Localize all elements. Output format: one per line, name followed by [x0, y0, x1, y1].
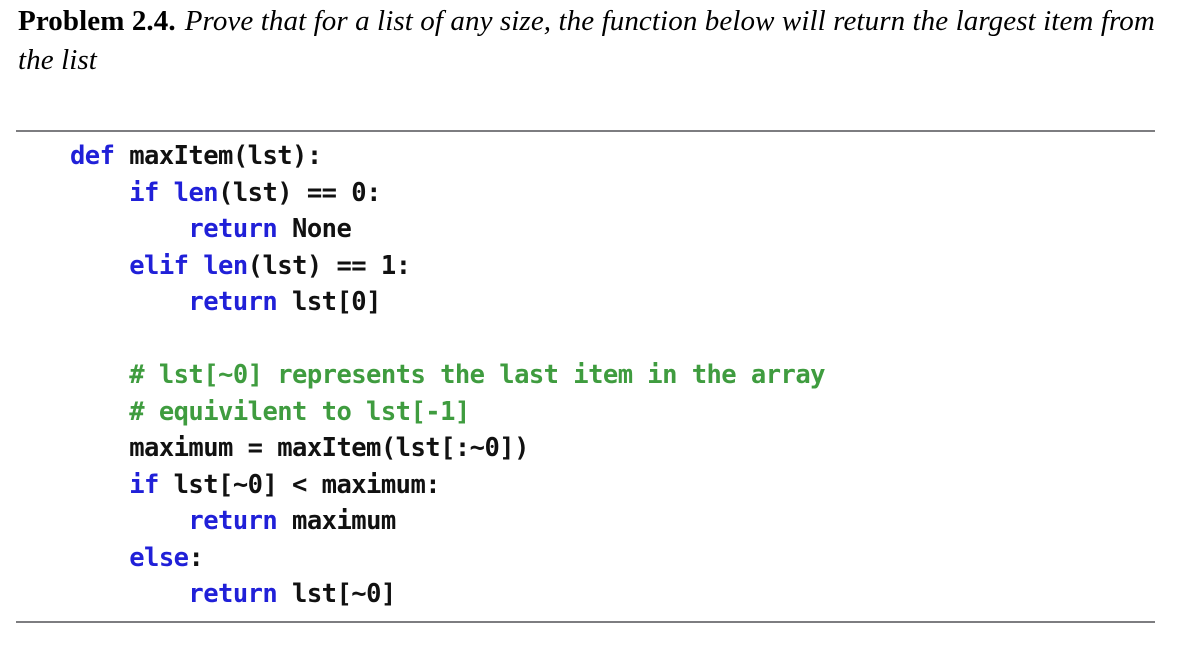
problem-number-label: Problem 2.4. — [18, 5, 176, 37]
code-text: maximum = maxItem(lst[:~0]) — [129, 433, 529, 463]
code-comment: # lst[~0] represents the last item in th… — [129, 360, 825, 390]
code-line: # equivilent to lst[-1] — [70, 394, 825, 431]
code-line — [70, 321, 825, 358]
code-keyword: return — [188, 214, 278, 244]
problem-heading: Problem 2.4.Prove that for a list of any… — [18, 2, 1168, 80]
code-keyword: return — [188, 287, 278, 317]
code-text: lst[~0] < maximum: — [158, 469, 441, 500]
code-line: return lst[~0] — [70, 576, 825, 613]
code-indent — [70, 543, 129, 573]
listing-rule-bottom — [16, 621, 1155, 623]
code-indent — [70, 433, 129, 463]
code-keyword: if — [129, 469, 159, 500]
code-text — [159, 178, 174, 208]
code-indent — [70, 360, 129, 390]
code-keyword: if — [129, 177, 159, 208]
code-line: else: — [70, 540, 825, 577]
code-keyword: len — [203, 250, 248, 281]
code-text: None — [277, 214, 352, 244]
code-listing: def maxItem(lst): if len(lst) == 0: retu… — [0, 130, 1190, 630]
code-keyword: def — [70, 141, 115, 171]
code-text: (lst) == 0: — [218, 177, 381, 208]
code-indent — [70, 214, 188, 244]
code-indent — [70, 287, 188, 317]
code-line: # lst[~0] represents the last item in th… — [70, 357, 825, 394]
code-line: def maxItem(lst): — [70, 138, 825, 175]
code-block: def maxItem(lst): if len(lst) == 0: retu… — [70, 138, 825, 613]
code-line: if len(lst) == 0: — [70, 175, 825, 212]
code-indent — [70, 470, 129, 500]
code-indent — [70, 178, 129, 208]
code-line: if lst[~0] < maximum: — [70, 467, 825, 504]
code-indent — [70, 506, 188, 536]
code-line: return None — [70, 211, 825, 248]
code-text: lst[~0] — [277, 579, 396, 609]
code-indent — [70, 397, 129, 427]
code-text: maxItem(lst): — [114, 141, 322, 171]
code-keyword: return — [188, 506, 278, 536]
code-line: maximum = maxItem(lst[:~0]) — [70, 430, 825, 467]
code-keyword: elif — [129, 250, 189, 281]
code-line: return lst[0] — [70, 284, 825, 321]
problem-statement-text: Prove that for a list of any size, the f… — [18, 5, 1155, 76]
code-text: (lst) == 1: — [247, 250, 411, 281]
code-text: : — [188, 542, 204, 573]
code-comment: # equivilent to lst[-1] — [129, 396, 470, 427]
code-text: maximum — [277, 506, 396, 536]
code-line: return maximum — [70, 503, 825, 540]
code-text — [188, 251, 203, 281]
code-text: lst[0] — [277, 287, 381, 317]
listing-rule-top — [16, 130, 1155, 132]
code-keyword: else — [129, 542, 189, 573]
code-indent — [70, 251, 129, 281]
code-keyword: len — [173, 177, 219, 208]
code-indent — [70, 579, 188, 609]
code-keyword: return — [188, 579, 278, 609]
code-line: elif len(lst) == 1: — [70, 248, 825, 285]
